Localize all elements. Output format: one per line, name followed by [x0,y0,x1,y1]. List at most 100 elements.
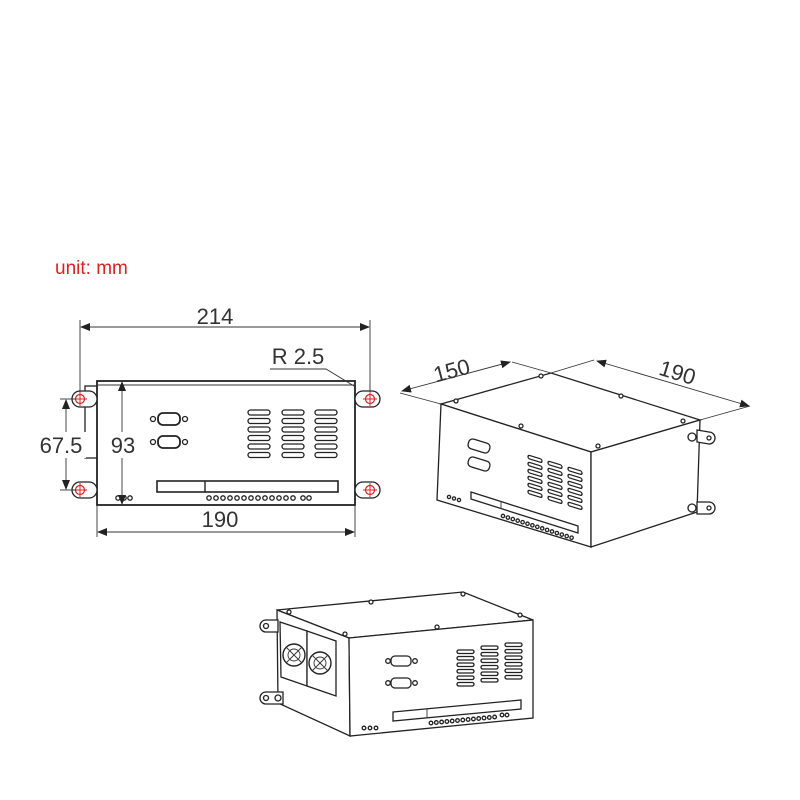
led [428,720,434,726]
vent-slot [314,451,338,459]
vent-slot [314,409,338,416]
vent-slot [504,655,523,661]
mounting-hole-top-left [71,390,98,408]
ventilation-slots [527,454,583,511]
led [500,513,506,519]
front-view: 214 R 2.5 67.5 93 190 [36,304,381,537]
vent-slot [480,651,499,657]
led [520,519,525,525]
led [449,718,455,724]
vent-slot [567,487,583,497]
vent-slot [456,668,475,674]
mounting-hole-top-right [354,390,381,408]
dimension-190-front: 190 [96,505,356,537]
vent-slot [527,468,543,478]
led [554,530,560,536]
dimension-label-150: 150 [431,354,473,388]
led [456,497,462,503]
vent-slot [247,434,271,442]
dimension-67-5: 67.5 [36,398,86,491]
led [446,494,452,500]
led [439,719,445,725]
mounting-tab-upper [687,429,716,445]
vent-slot [281,426,305,433]
led [121,495,127,501]
vent-slot [567,494,583,504]
vent-slot [314,443,338,450]
led [451,496,457,501]
indicator-leds [446,494,574,541]
db9-connectors [467,438,491,472]
cooling-fan-right [306,630,337,697]
led [455,718,460,723]
dimension-label-214: 214 [197,304,234,329]
led [241,495,247,501]
vent-slot [567,473,583,483]
led [220,495,226,501]
vent-slot [527,475,543,485]
led [486,715,492,720]
led [549,529,555,534]
vent-slot [504,674,523,680]
led [262,495,268,501]
led [269,495,275,501]
vent-slot [567,501,583,511]
vent-slot [547,495,563,505]
vent-slot [547,460,563,470]
cooling-fan-left [279,621,308,687]
led [515,518,521,524]
led [510,516,516,522]
vent-slot [527,482,543,492]
led [525,521,530,527]
vent-slot [314,417,338,425]
led [470,716,476,722]
vent-slot [456,655,475,661]
vent-slot [480,664,499,670]
led [539,526,545,531]
db9-connectors [385,655,418,689]
led [234,495,240,501]
vent-slot [281,443,305,450]
led [499,712,505,718]
led [361,725,367,731]
mounting-hole-bottom-right [354,481,381,499]
led [248,495,254,501]
led [569,535,574,541]
led [465,717,471,722]
db9-connector-top [149,412,189,426]
vent-slot [480,671,499,677]
led [276,495,282,501]
led [534,524,540,530]
vent-slot [456,675,475,681]
vent-slot [527,461,543,471]
vent-slot [247,451,271,459]
isometric-view-rear [259,591,534,738]
led [476,716,482,721]
led [481,715,487,721]
dimension-r2-5: R 2.5 [270,344,355,387]
led [505,515,511,520]
vent-slot [547,488,563,498]
indicator-leds [361,712,510,731]
vent-slot [281,434,305,442]
terminal-strip [392,699,522,722]
vent-slot [547,481,563,491]
vent-slot [480,658,499,664]
led [530,522,535,528]
vent-slot [456,681,475,687]
vent-slot [314,434,338,442]
led [127,495,133,501]
led [115,495,121,501]
screws [286,591,523,637]
led [564,533,570,539]
indicator-leds [115,495,312,501]
vent-slot [281,409,305,416]
vent-slot [567,480,583,490]
led [460,717,466,723]
vent-slot [314,426,338,433]
mounting-tab-lower [687,501,716,515]
led [227,495,233,501]
led [306,495,312,501]
led [213,495,219,501]
